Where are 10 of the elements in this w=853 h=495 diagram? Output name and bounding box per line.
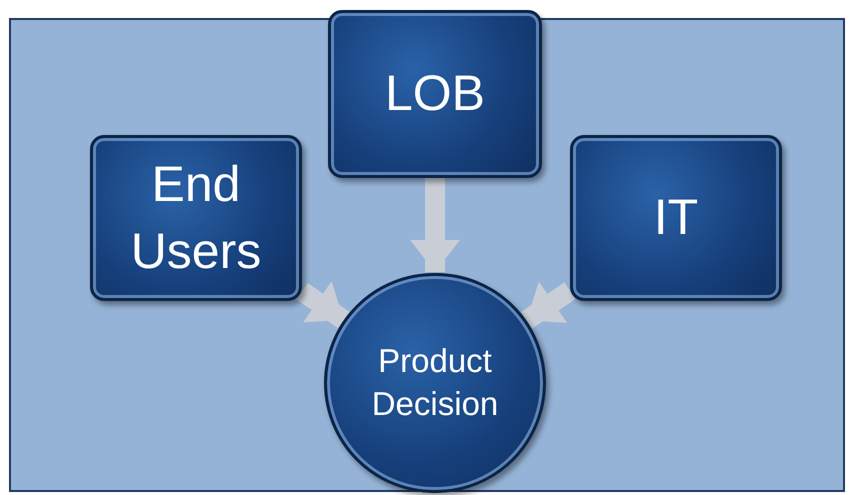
group-box bbox=[570, 135, 782, 301]
node-label: IT bbox=[652, 188, 700, 248]
block-arrow bbox=[520, 282, 576, 329]
node-label: End Users bbox=[130, 154, 262, 281]
group-box bbox=[90, 135, 302, 301]
block-arrow bbox=[296, 281, 350, 328]
block-arrow bbox=[410, 178, 460, 272]
node-label: LOB bbox=[384, 64, 486, 124]
group-box bbox=[328, 10, 542, 178]
node-label: Product Decision bbox=[370, 341, 500, 424]
